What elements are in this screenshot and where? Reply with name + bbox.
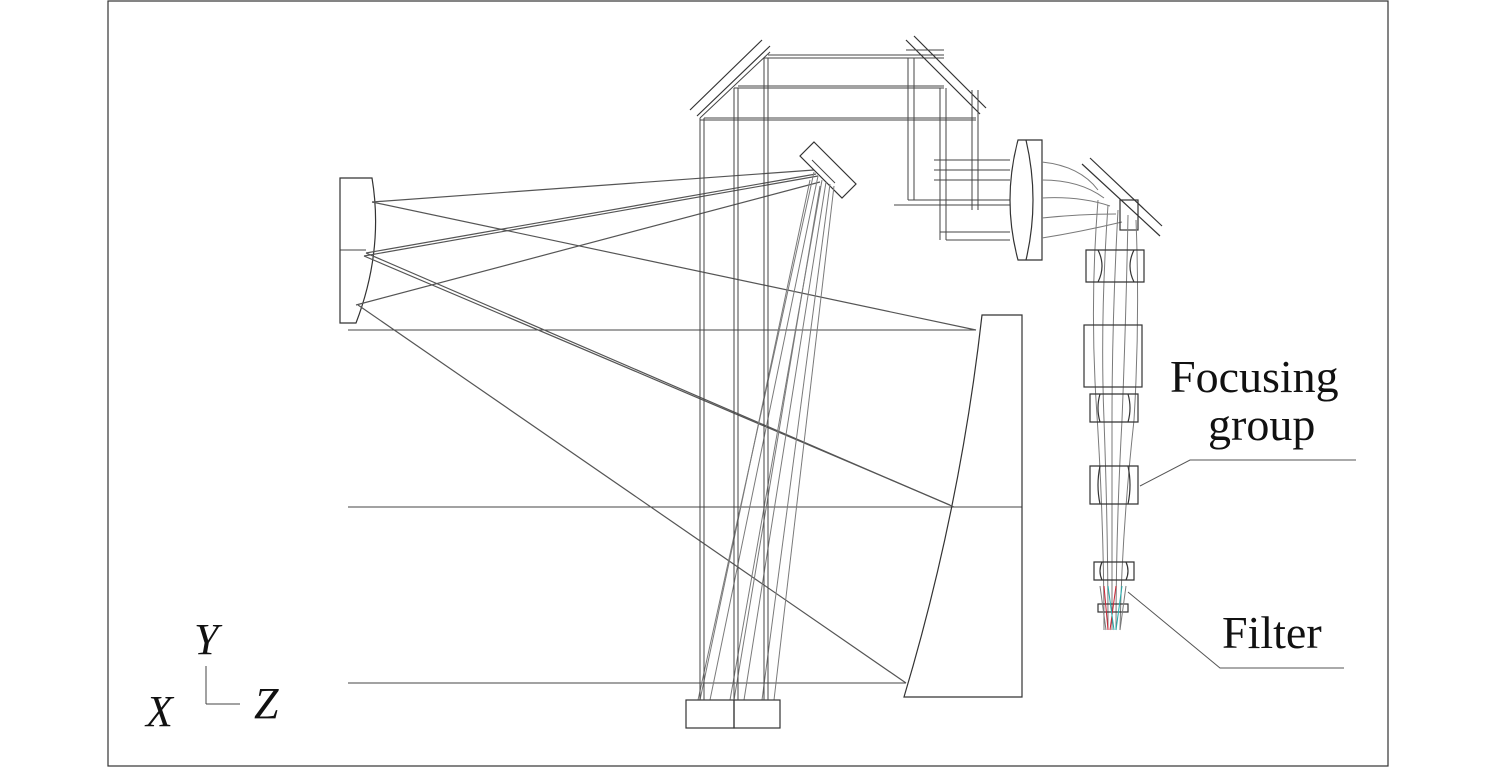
focus-ray-fan xyxy=(1099,585,1127,631)
filter-label: Filter xyxy=(1222,607,1322,658)
focusing-group-label-line1: Focusing xyxy=(1170,351,1339,402)
filter-leader xyxy=(1127,591,1344,669)
filter-element xyxy=(1097,603,1129,613)
input-beams xyxy=(340,249,1022,684)
lens-column-rays xyxy=(1092,199,1139,631)
lens-group-2 xyxy=(1083,324,1143,388)
periscope-horizontal-beams xyxy=(700,54,976,121)
collimator-lens xyxy=(1009,139,1043,261)
beams-to-fold2 xyxy=(1041,161,1123,239)
focusing-group-lens xyxy=(1089,465,1139,505)
periscope-right-mirror xyxy=(905,35,987,240)
lens-group-5 xyxy=(1093,561,1135,581)
axis-x-label: X xyxy=(144,687,175,736)
fold-mirror-2 xyxy=(1081,157,1163,237)
focusing-leader xyxy=(1139,459,1356,487)
bottom-mirror xyxy=(685,699,781,729)
lens-group-3 xyxy=(1089,393,1139,423)
primary-mirror xyxy=(903,314,1023,698)
focusing-group-label-line2: group xyxy=(1208,399,1315,450)
figure-border xyxy=(107,0,1389,767)
rays-fold-to-bottom xyxy=(697,171,835,701)
vertical-beams xyxy=(699,58,769,700)
collimator-beams xyxy=(894,159,1010,241)
rays-primary-secondary xyxy=(355,169,977,684)
axis-indicator: Y X Z xyxy=(144,615,279,736)
axis-y-label: Y xyxy=(194,615,223,664)
axis-z-label: Z xyxy=(254,679,279,728)
periscope-left-mirror xyxy=(689,39,771,119)
lens-group-1 xyxy=(1085,249,1145,283)
fold-mirror-small xyxy=(799,141,857,199)
